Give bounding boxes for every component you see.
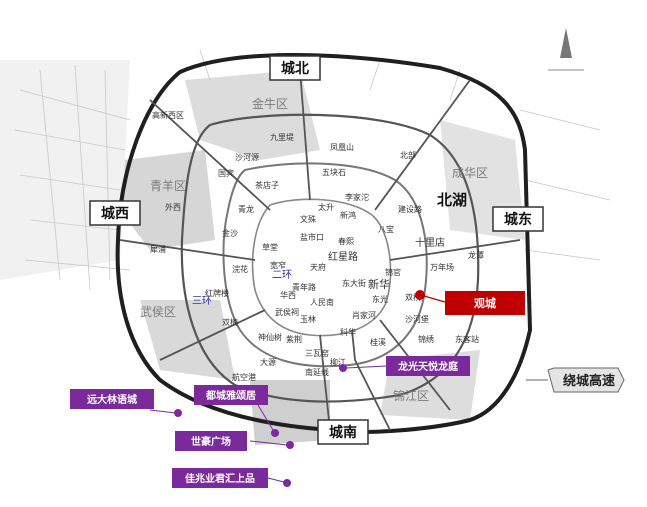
place-airport: 航空港 bbox=[232, 372, 256, 382]
place-lijiatuo: 李家沱 bbox=[345, 192, 369, 202]
place-dongke: 东客站 bbox=[455, 334, 479, 344]
svg-text:城西: 城西 bbox=[101, 205, 129, 222]
district-jinniu: 金牛区 bbox=[252, 96, 288, 111]
radial-roads bbox=[119, 69, 521, 431]
svg-text:远大林语城: 远大林语城 bbox=[87, 393, 137, 406]
svg-text:绕城高速: 绕城高速 bbox=[563, 373, 615, 389]
place-hongpailou: 红牌楼 bbox=[205, 288, 229, 298]
gate-west: 城西 bbox=[89, 200, 141, 226]
svg-text:佳兆业君汇上品: 佳兆业君汇上品 bbox=[185, 472, 255, 485]
place-xiaojiahe: 肖家河 bbox=[352, 310, 376, 320]
place-kuanxiang: 宽窄 bbox=[270, 260, 286, 270]
svg-text:观城: 观城 bbox=[474, 296, 496, 310]
svg-text:世豪广场: 世豪广场 bbox=[191, 435, 231, 448]
place-jinxiu: 锦绣 bbox=[418, 334, 434, 344]
place-hongxing: 红星路 bbox=[328, 250, 358, 263]
place-longtan: 龙潭 bbox=[468, 250, 484, 260]
place-wukuaishi: 五块石 bbox=[322, 167, 346, 177]
svg-text:城南: 城南 bbox=[329, 424, 357, 441]
project-yuanda: 远大林语城 bbox=[70, 389, 182, 417]
place-wuhouci: 武侯祠 bbox=[275, 307, 299, 317]
place-xipu: 犀浦 bbox=[150, 244, 166, 254]
district-wuhou: 武侯区 bbox=[140, 305, 176, 319]
place-dayuan: 大源 bbox=[260, 357, 276, 367]
gate-east: 城东 bbox=[492, 206, 544, 232]
district-qingyang: 青羊区 bbox=[150, 178, 186, 193]
place-sanwayao: 三瓦窑 bbox=[305, 348, 329, 358]
street-grid bbox=[14, 49, 611, 291]
place-caotang: 草堂 bbox=[262, 242, 278, 252]
project-jiazhaoye: 佳兆业君汇上品 bbox=[172, 468, 291, 488]
place-jianshe: 建设路 bbox=[398, 204, 422, 214]
district-beihu: 北湖 bbox=[437, 191, 467, 209]
place-dongda: 东大街 bbox=[342, 278, 366, 288]
place-renmin: 人民南 bbox=[310, 297, 334, 307]
place-jinniu: 金沙 bbox=[222, 228, 238, 238]
place-shuangqiao: 双桥 bbox=[405, 292, 421, 302]
ring3-label: 三环 bbox=[192, 296, 212, 307]
place-qinglong: 青龙 bbox=[238, 204, 254, 214]
ring2-label: 二环 bbox=[272, 270, 292, 281]
place-guobin: 国宾 bbox=[218, 168, 234, 178]
project-ducheng: 都城雅颂居 bbox=[194, 385, 279, 437]
place-huanhua: 浣花 bbox=[232, 264, 248, 274]
place-shahe: 沙河堡 bbox=[405, 314, 429, 324]
outer-ring-road bbox=[115, 52, 533, 434]
place-guojie: 桂溪 bbox=[370, 337, 386, 347]
place-dongguang: 东光 bbox=[372, 294, 388, 304]
district-xinhua: 新华 bbox=[368, 277, 390, 291]
place-fenghuang: 凤凰山 bbox=[330, 142, 354, 152]
place-shiliding: 十里店 bbox=[415, 236, 445, 249]
first-ring-road bbox=[251, 198, 392, 337]
place-chadianzi: 茶店子 bbox=[255, 180, 279, 190]
compass-icon bbox=[548, 28, 584, 71]
project-longguang: 龙光天悦龙庭 bbox=[339, 356, 470, 376]
place-taisheng: 太升 bbox=[318, 202, 334, 212]
place-shaheyuan: 沙河源 bbox=[235, 152, 259, 162]
district-chenghua: 成华区 bbox=[452, 166, 488, 180]
district-jinjiang: 锦江区 bbox=[393, 389, 429, 403]
place-chunxi: 春熙 bbox=[338, 236, 354, 246]
place-xinhongxian: 新鸿 bbox=[340, 210, 356, 220]
place-nanyan: 南延线 bbox=[305, 367, 329, 377]
place-yulin: 玉林 bbox=[300, 314, 316, 324]
place-gaoxin: 高新西区 bbox=[152, 110, 184, 120]
place-jinguan: 锦官 bbox=[385, 267, 401, 277]
place-beibu: 北部 bbox=[400, 150, 416, 160]
place-tianfu: 天府 bbox=[310, 262, 326, 272]
project-shihao: 世豪广场 bbox=[175, 431, 294, 451]
place-jiuliti: 九里堤 bbox=[270, 132, 294, 142]
place-labels: 十里店 红星路 国宾 高新西区 沙河源 凤凰山 北部 外西 金沙 沙河堡 东大街… bbox=[150, 110, 486, 382]
place-qingnian: 青年路 bbox=[292, 282, 316, 292]
place-yanshikou: 盐市口 bbox=[300, 232, 324, 242]
place-huaxi: 华西 bbox=[280, 290, 296, 300]
place-shenxian: 神仙树 bbox=[258, 332, 282, 342]
svg-text:城北: 城北 bbox=[281, 60, 309, 77]
place-wannianchang: 万年场 bbox=[430, 262, 454, 272]
place-babao: 八宝 bbox=[378, 224, 394, 234]
place-ximen: 外西 bbox=[165, 202, 181, 212]
ring-road-label: 绕城高速 bbox=[526, 367, 625, 393]
place-shuangnan: 双楠 bbox=[222, 317, 238, 327]
second-ring-road bbox=[222, 162, 428, 368]
svg-text:城东: 城东 bbox=[504, 211, 532, 228]
place-kehua: 科华 bbox=[340, 327, 356, 337]
place-zijing: 紫荆 bbox=[286, 334, 302, 344]
district-labels: 金牛区 青羊区 成华区 武侯区 锦江区 北湖 新华 bbox=[140, 96, 488, 403]
svg-text:都城雅颂居: 都城雅颂居 bbox=[205, 389, 256, 402]
place-wenshu: 文殊 bbox=[300, 214, 316, 224]
svg-text:龙光天悦龙庭: 龙光天悦龙庭 bbox=[397, 360, 459, 373]
target-marker: 观城 bbox=[415, 290, 525, 315]
gate-south: 城南 bbox=[317, 419, 369, 445]
place-liujiang: 柳江 bbox=[330, 357, 346, 367]
gate-north: 城北 bbox=[269, 55, 321, 81]
